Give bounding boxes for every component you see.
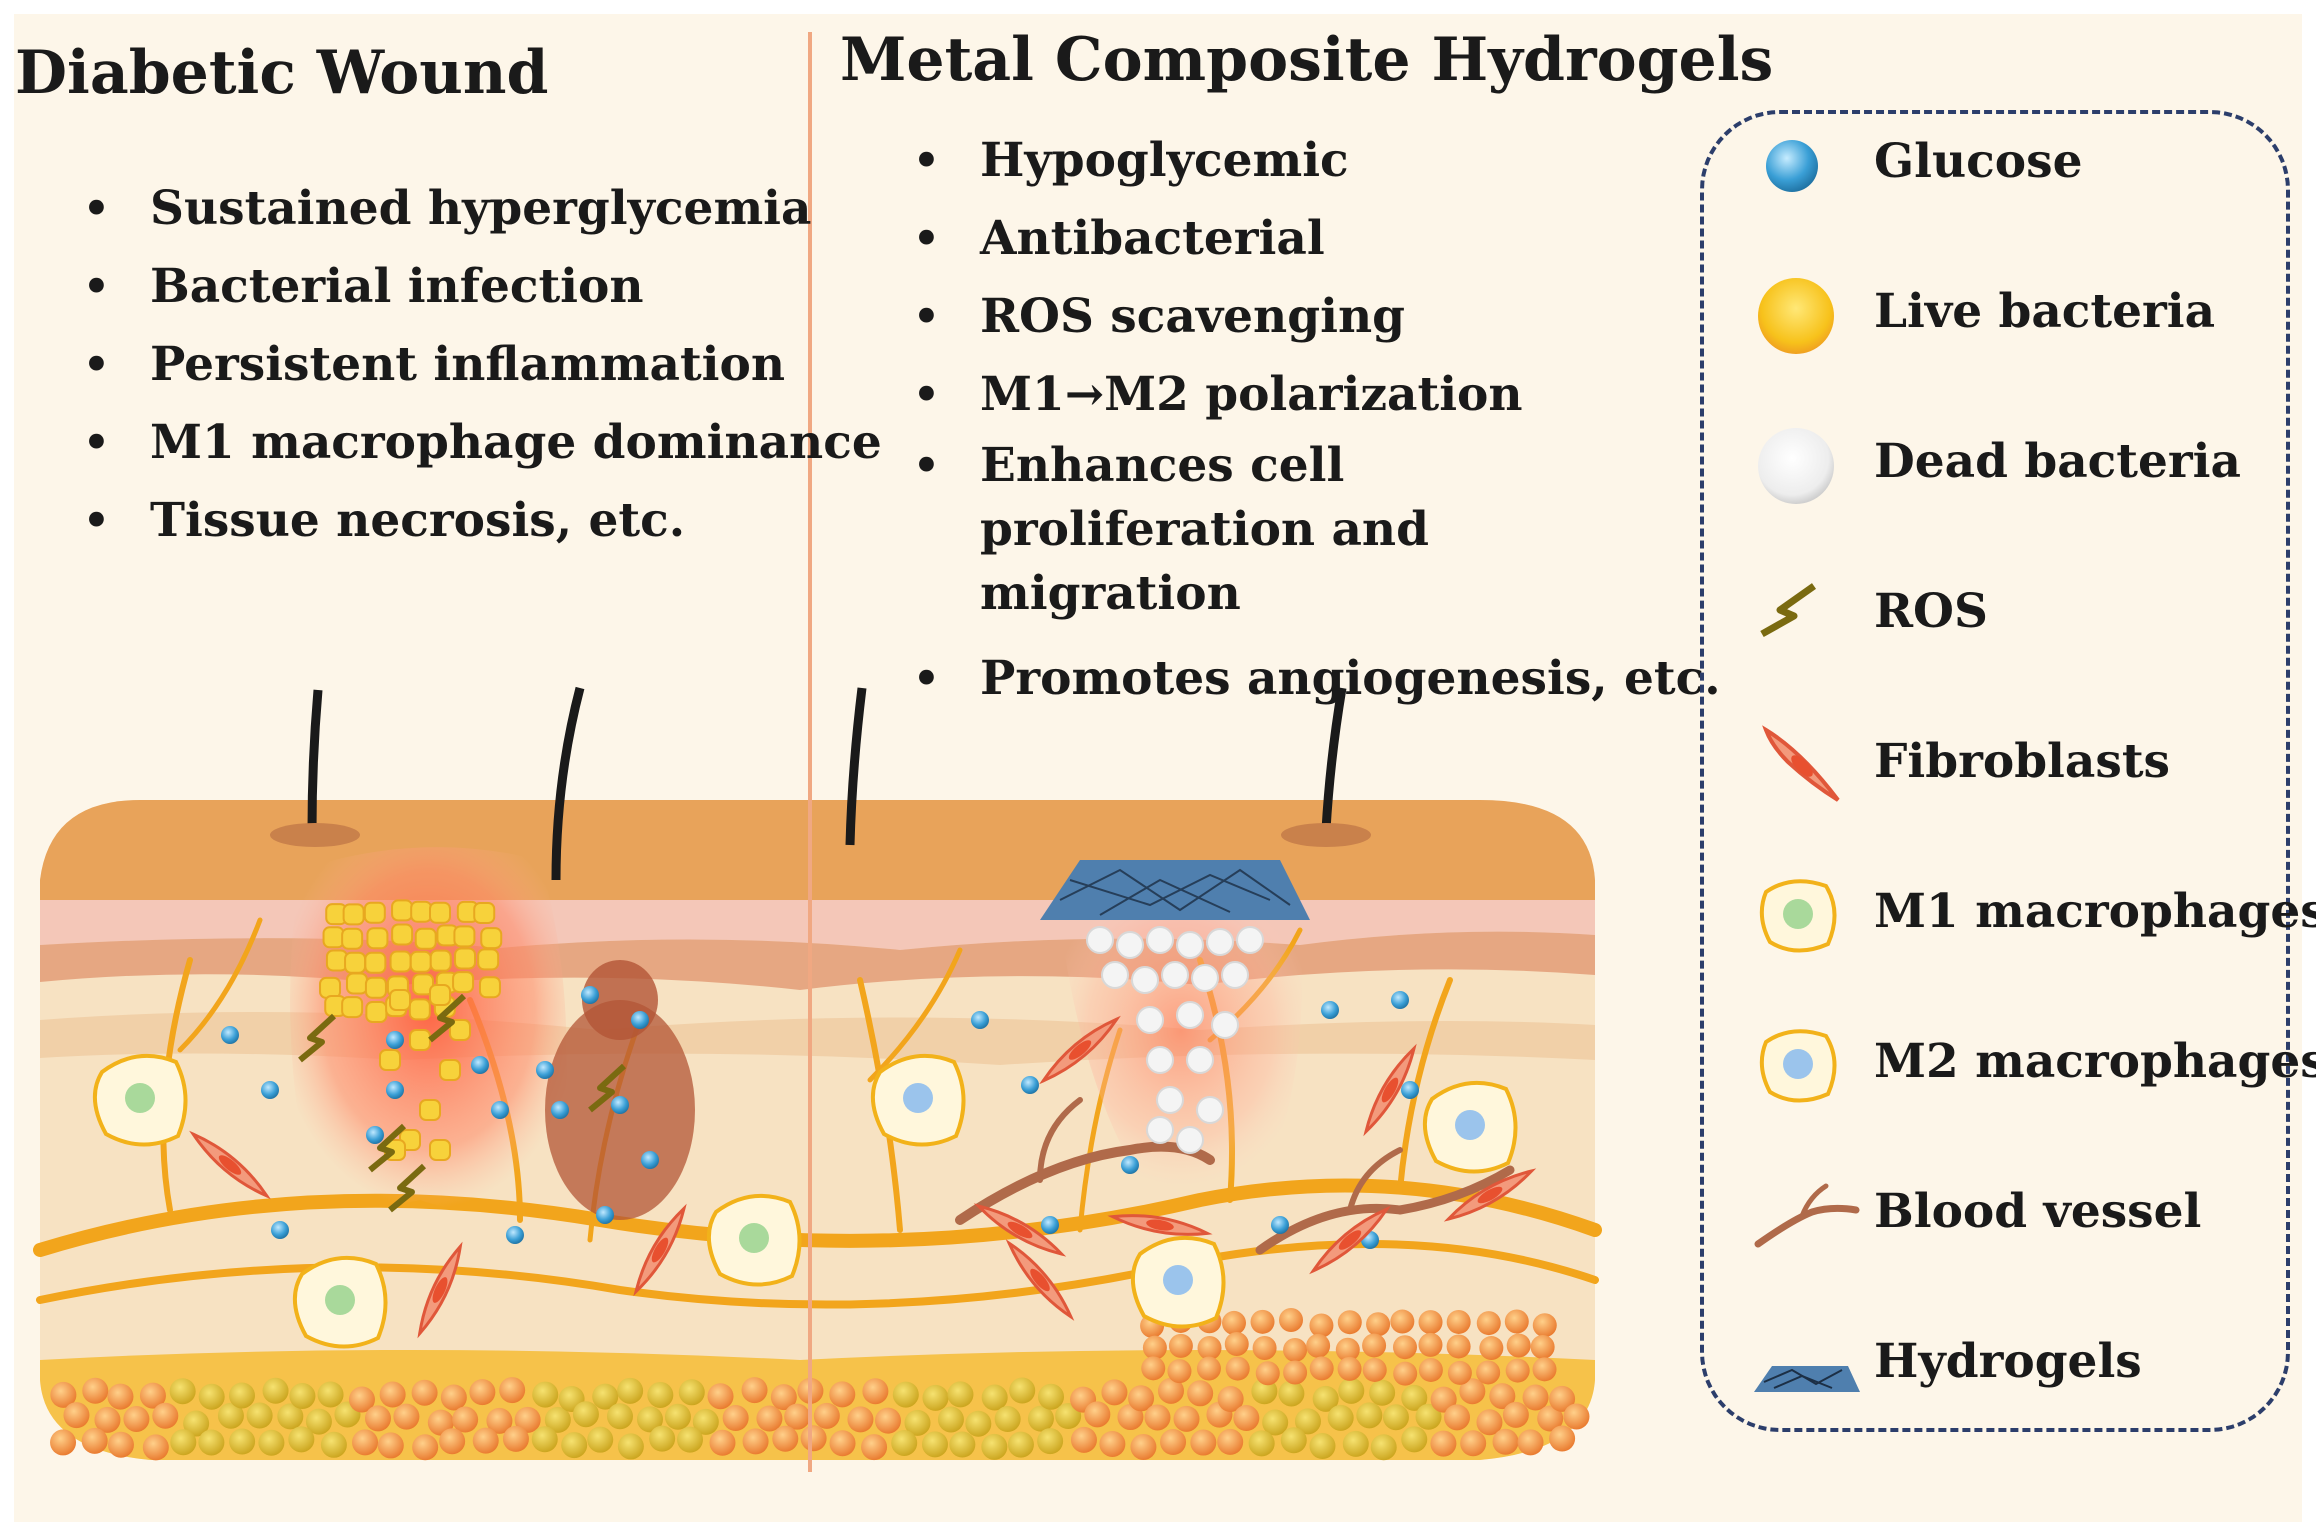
m1-macrophage-icon [1759,879,1837,953]
legend: Glucose Live bacteria Dead bacteria ROS [1700,110,2316,1432]
legend-label: Blood vessel [1874,1184,2202,1239]
m2-macrophage-icon [1759,1029,1837,1103]
legend-label: Hydrogels [1874,1334,2142,1389]
legend-item-fibroblasts: Fibroblasts [1704,714,2284,814]
legend-item-dead-bacteria: Dead bacteria [1704,414,2284,514]
blood-vessel-icon [1754,1183,1860,1248]
legend-label: Live bacteria [1874,284,2216,339]
glucose-icon [1766,140,1818,192]
bullet-item: Tissue necrosis, etc. [15,482,882,560]
legend-item-m2-macrophages: M2 macrophages [1704,1014,2316,1114]
bullet-item: Promotes angiogenesis, etc. [845,640,1721,718]
bullet-item: Sustained hyperglycemia [15,170,882,248]
bullet-item: ROS scavenging [845,278,1625,356]
epidermis-layer [40,800,1595,900]
legend-item-blood-vessel: Blood vessel [1704,1164,2284,1264]
bullet-item: M1 macrophage dominance [15,404,882,482]
legend-label: M2 macrophages [1874,1034,2316,1089]
bullet-item: Bacterial infection [15,248,882,326]
left-bullet-list: Sustained hyperglycemia Bacterial infect… [15,170,882,560]
legend-item-live-bacteria: Live bacteria [1704,264,2284,364]
legend-item-glucose: Glucose [1704,114,2284,214]
bullet-item: Hypoglycemic [845,122,1625,200]
legend-label: Dead bacteria [1874,434,2241,489]
hydrogel-patch [1040,860,1310,920]
legend-label: ROS [1874,584,1988,639]
hydrogel-icon [1754,1366,1860,1392]
legend-label: Glucose [1874,134,2083,189]
legend-item-ros: ROS [1704,564,2284,664]
live-bacteria-icon [1758,278,1834,354]
skin-tissue-illustration [33,686,1602,1461]
right-panel-title: Metal Composite Hydrogels [840,25,1774,95]
panel-divider [808,32,812,1472]
dead-bacteria-icon [1758,428,1834,504]
legend-item-m1-macrophages: M1 macrophages [1704,864,2316,964]
legend-item-hydrogels: Hydrogels [1704,1314,2284,1414]
left-panel-title: Diabetic Wound [15,38,549,108]
fibroblast-icon [1762,725,1840,802]
bullet-item: Antibacterial [845,200,1625,278]
bullet-item: Persistent inflammation [15,326,882,404]
right-bullet-list: Hypoglycemic Antibacterial ROS scavengin… [845,122,1721,718]
bullet-item: M1→M2 polarization [845,356,1625,434]
legend-label: M1 macrophages [1874,884,2316,939]
legend-label: Fibroblasts [1874,734,2170,789]
ros-icon [1760,583,1817,638]
bullet-item: Enhances cell proliferation and migratio… [845,434,1625,626]
left-wound-inflammation [290,847,567,1209]
